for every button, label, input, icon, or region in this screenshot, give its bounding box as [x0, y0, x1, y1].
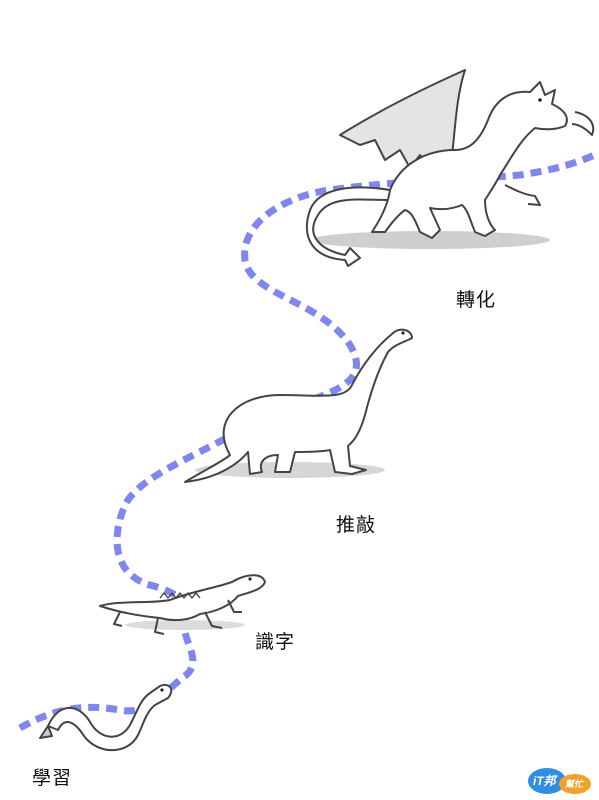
- lizard-illustration: [99, 574, 266, 635]
- ithome-logo: iT邦 幫忙: [527, 765, 593, 795]
- dragon-shadow: [310, 231, 550, 249]
- dinosaur-illustration: [184, 328, 413, 483]
- stage-label-read: 識字: [255, 631, 296, 653]
- snake-illustration: [39, 684, 173, 751]
- logo-badge: [528, 768, 591, 794]
- stage-label-learn: 學習: [32, 767, 73, 789]
- dragon-illustration: [305, 69, 595, 267]
- lizard-shadow: [125, 620, 245, 630]
- stage-label-infer: 推敲: [336, 514, 377, 536]
- logo-main-text: iT邦: [533, 774, 556, 788]
- logo-sub-text: 幫忙: [565, 779, 584, 789]
- stage-label-transform: 轉化: [456, 289, 497, 311]
